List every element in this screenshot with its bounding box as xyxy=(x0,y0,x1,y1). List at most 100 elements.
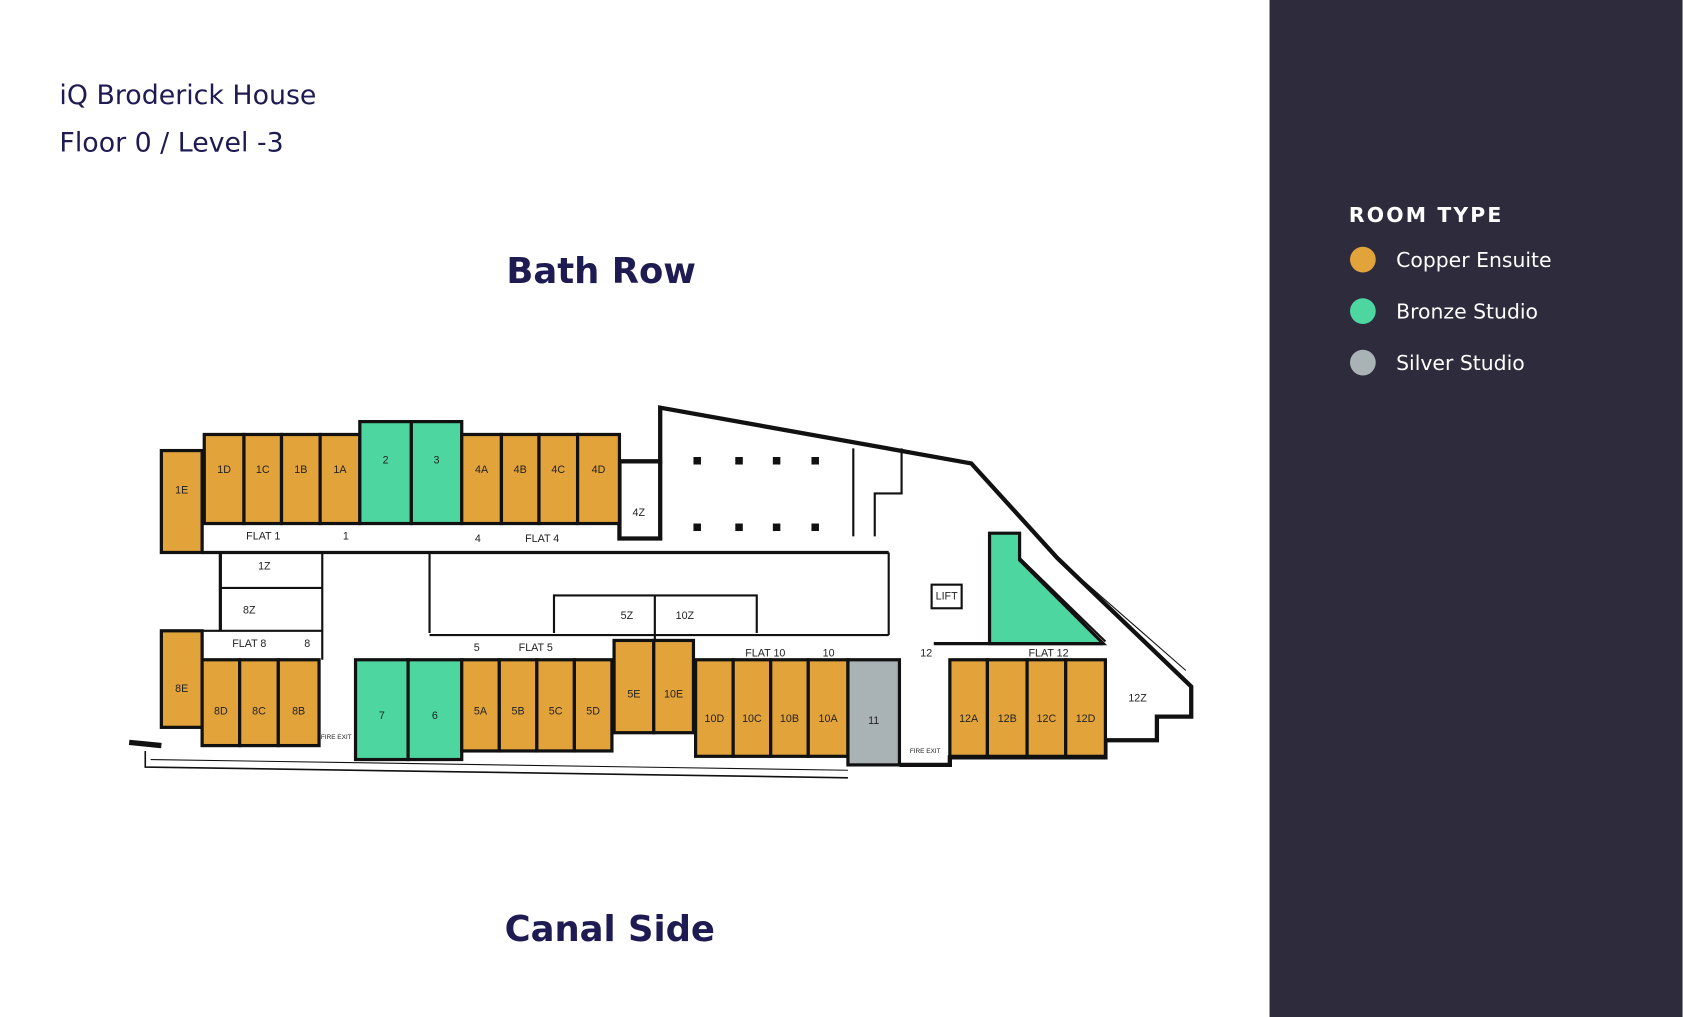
room-4d[interactable] xyxy=(575,432,622,526)
room-label: 5A xyxy=(474,705,488,717)
room-label: 10B xyxy=(780,713,799,725)
area-label: 8Z xyxy=(243,605,256,617)
room-10e[interactable] xyxy=(652,638,696,735)
room-label: 7 xyxy=(379,710,385,722)
room-11[interactable] xyxy=(846,658,902,767)
room-label: 5E xyxy=(627,688,640,700)
room-12d[interactable] xyxy=(1064,658,1108,758)
legend-swatch-copper xyxy=(1350,246,1376,273)
building-name: iQ Broderick House xyxy=(59,80,316,111)
area-label: 4 xyxy=(475,533,481,545)
room-1d[interactable] xyxy=(202,432,246,526)
room-1b[interactable] xyxy=(279,432,322,526)
room-label: 5B xyxy=(511,705,524,717)
room-5e[interactable] xyxy=(612,638,656,735)
room-label: 2 xyxy=(383,454,389,466)
room-8e[interactable] xyxy=(159,629,204,729)
area-label: FLAT 4 xyxy=(525,533,559,545)
legend-swatch-bronze xyxy=(1350,298,1376,324)
area-label: 5 xyxy=(474,642,480,654)
legend-label-silver: Silver Studio xyxy=(1396,351,1525,375)
bottom-street-label: Canal Side xyxy=(505,909,715,950)
area-label: FLAT 10 xyxy=(745,648,785,660)
area-label: 10 xyxy=(823,648,835,660)
legend-swatch-silver xyxy=(1350,349,1376,376)
area-label: FLAT 1 xyxy=(246,531,280,543)
room-6[interactable] xyxy=(406,658,464,762)
area-label: 5Z xyxy=(621,610,634,622)
top-street-label: Bath Row xyxy=(506,251,696,292)
room-label: 1D xyxy=(217,464,231,476)
room-4a[interactable] xyxy=(460,432,504,526)
legend-label-bronze: Bronze Studio xyxy=(1396,300,1538,324)
room-label: 1A xyxy=(333,464,347,476)
room-5c[interactable] xyxy=(535,658,576,753)
room-1c[interactable] xyxy=(242,432,284,526)
area-label: LIFT xyxy=(936,591,958,603)
room-bronze-studio-corner[interactable] xyxy=(987,531,1108,646)
room-2[interactable] xyxy=(358,419,413,526)
room-label: 4A xyxy=(475,464,489,476)
room-label: 1B xyxy=(294,464,307,476)
room-4b[interactable] xyxy=(499,432,541,526)
area-label: 12Z xyxy=(1128,693,1147,705)
area-label: FLAT 12 xyxy=(1028,648,1068,660)
room-label: 12D xyxy=(1076,713,1096,725)
room-label: 8C xyxy=(252,705,266,717)
floor-level: Floor 0 / Level -3 xyxy=(59,127,283,158)
area-label: FLAT 5 xyxy=(519,642,553,654)
area-label: 8 xyxy=(304,638,310,650)
room-label: 10A xyxy=(819,713,839,725)
legend-title: ROOM TYPE xyxy=(1349,203,1504,227)
room-5a[interactable] xyxy=(460,658,501,753)
room-1a[interactable] xyxy=(318,432,362,526)
room-3[interactable] xyxy=(409,419,464,526)
room-label: 12A xyxy=(959,713,979,725)
room-label: 6 xyxy=(432,710,438,722)
room-1e[interactable] xyxy=(159,448,204,555)
room-12b[interactable] xyxy=(985,658,1029,758)
area-label: FLAT 8 xyxy=(232,638,266,650)
legend-panel xyxy=(1269,0,1683,1017)
room-label: 3 xyxy=(434,454,440,466)
room-label: 10D xyxy=(705,713,725,725)
room-12c[interactable] xyxy=(1025,658,1068,758)
room-label: 5D xyxy=(586,705,600,717)
room-8c[interactable] xyxy=(238,658,280,748)
room-10c[interactable] xyxy=(731,658,773,758)
room-8b[interactable] xyxy=(276,658,321,748)
legend-label-copper: Copper Ensuite xyxy=(1396,248,1551,272)
room-label: 8E xyxy=(175,683,188,695)
room-label: 10C xyxy=(742,713,762,725)
area-label: 12 xyxy=(920,648,932,660)
room-10a[interactable] xyxy=(806,658,850,758)
rooms-layer: 1E 1D 1C 1B 1A 2 3 4A 4B 4C 4D 8E 8D 8C 8B 7 6 5A 5B 5C 5D 5E… xyxy=(159,419,1108,767)
area-label: 1 xyxy=(343,531,349,543)
room-label: 1C xyxy=(256,464,270,476)
fire-exit-label: FIRE EXIT xyxy=(321,734,352,741)
area-label: 1Z xyxy=(258,561,271,573)
room-12a[interactable] xyxy=(948,658,990,758)
room-label: 8B xyxy=(292,705,305,717)
room-label: 4B xyxy=(514,464,527,476)
room-label: 8D xyxy=(214,705,228,717)
room-label: 5C xyxy=(549,705,563,717)
area-label: 4Z xyxy=(632,507,645,519)
room-label: 11 xyxy=(868,715,879,727)
room-label: 1E xyxy=(175,484,188,496)
room-label: 10E xyxy=(664,688,683,700)
room-5d[interactable] xyxy=(572,658,614,753)
room-4c[interactable] xyxy=(537,432,580,526)
room-label: 4C xyxy=(551,464,565,476)
room-7[interactable] xyxy=(353,658,410,762)
fire-exit-label: FIRE EXIT xyxy=(910,748,941,755)
room-label: 12C xyxy=(1037,713,1057,725)
room-10d[interactable] xyxy=(693,658,735,758)
room-8d[interactable] xyxy=(200,658,242,748)
room-label: 4D xyxy=(592,464,606,476)
building-walls xyxy=(128,405,1194,779)
room-10b[interactable] xyxy=(769,658,810,758)
structural-columns xyxy=(693,457,819,532)
